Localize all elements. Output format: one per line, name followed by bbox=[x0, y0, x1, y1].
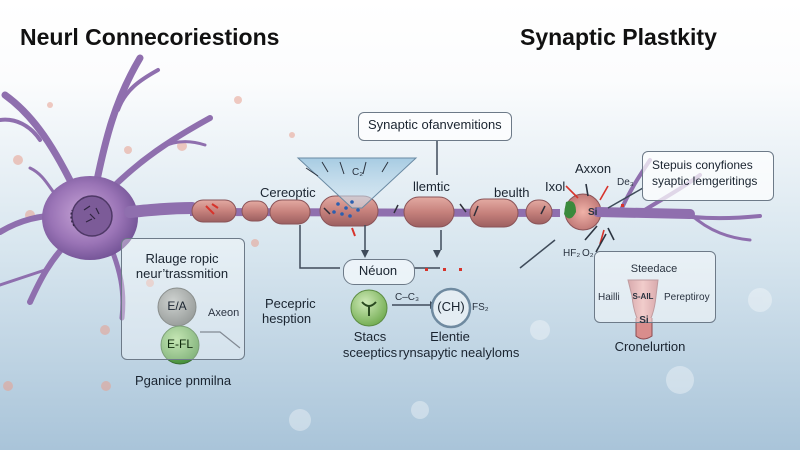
vesicle-dots bbox=[332, 200, 360, 218]
left-panel-caption: Pganice pnmilna bbox=[135, 373, 232, 388]
axon-hillock bbox=[124, 202, 198, 218]
axeon-pointer bbox=[200, 331, 241, 349]
right-label-box bbox=[642, 151, 774, 201]
circle-efl-label: E-FL bbox=[166, 337, 193, 351]
title-left: Neurl Connecoriestions bbox=[20, 24, 280, 50]
right-box-line1: Stepuis conyfiones bbox=[652, 158, 753, 172]
label-pecepric: Pecepric bbox=[265, 296, 316, 311]
neuron-pill bbox=[343, 259, 415, 285]
label-stacs: Stacs bbox=[353, 329, 387, 344]
right-panel-caption: Cronelurtion bbox=[614, 339, 686, 354]
synapse-arrows bbox=[565, 183, 615, 253]
label-cereoptic: Cereoptic bbox=[260, 185, 316, 200]
top-box-label: Synaptic ofanvemitions bbox=[368, 117, 502, 132]
right-panel-box bbox=[594, 251, 716, 323]
label-hesption: hesption bbox=[262, 311, 312, 326]
label-steedace: Steedace bbox=[630, 263, 678, 275]
label-llemtic: llemtic bbox=[413, 179, 450, 194]
label-beulth: beulth bbox=[494, 185, 530, 200]
label-pereptiroy: Pereptiroy bbox=[664, 292, 710, 303]
label-ixol: Ixol bbox=[545, 179, 566, 194]
label-axxon: Axxon bbox=[575, 161, 612, 176]
axon-dark-marks bbox=[323, 203, 546, 217]
left-panel-box bbox=[121, 238, 245, 360]
ch-ring bbox=[430, 287, 472, 329]
circle-efl bbox=[160, 325, 200, 365]
label-si-receptor: Si bbox=[639, 315, 649, 326]
receptor-symbol bbox=[361, 301, 377, 316]
funnel-arrows bbox=[305, 161, 389, 177]
left-panel-title-2: neur’trassmition bbox=[135, 266, 229, 281]
label-hailli: Hailli bbox=[598, 292, 620, 303]
label-fs2: FS₂ bbox=[472, 302, 489, 313]
label-s-ail: S-AIL bbox=[632, 292, 654, 301]
axon-red-marks bbox=[205, 203, 356, 237]
circle-ea-label: E/A bbox=[167, 299, 187, 313]
right-box-line2: syaptic lemgeritings bbox=[652, 174, 758, 188]
label-c-c3: C–C₃ bbox=[395, 292, 420, 303]
label-c2: C₂ bbox=[352, 167, 364, 178]
label-si-terminal: Si bbox=[588, 207, 598, 218]
left-panel-title-1: Rlauge ropic bbox=[145, 251, 219, 266]
top-label-box bbox=[358, 112, 512, 141]
bokeh-light-dots bbox=[289, 288, 772, 431]
label-o2: O₂ bbox=[582, 248, 594, 259]
connector-arrowheads bbox=[361, 250, 441, 258]
label-elentie: Elentie bbox=[430, 329, 470, 344]
label-de3: De₃ bbox=[617, 177, 634, 188]
axeon-label: Axeon bbox=[208, 307, 240, 319]
label-ch: (CH) bbox=[437, 299, 465, 314]
label-hf2: HF₂ bbox=[563, 248, 581, 259]
label-neuron: Néuon bbox=[358, 263, 398, 278]
label-sceeptics: sceeptics bbox=[342, 345, 398, 360]
bokeh-dots bbox=[3, 96, 295, 391]
terminal-green-mark bbox=[564, 201, 576, 219]
red-dots bbox=[425, 204, 624, 271]
label-rynsapytic: rynsapytic nealyloms bbox=[398, 345, 520, 360]
nucleus-marks bbox=[70, 205, 100, 227]
receptor-stem bbox=[635, 318, 653, 340]
title-right: Synaptic Plastkity bbox=[520, 24, 717, 50]
